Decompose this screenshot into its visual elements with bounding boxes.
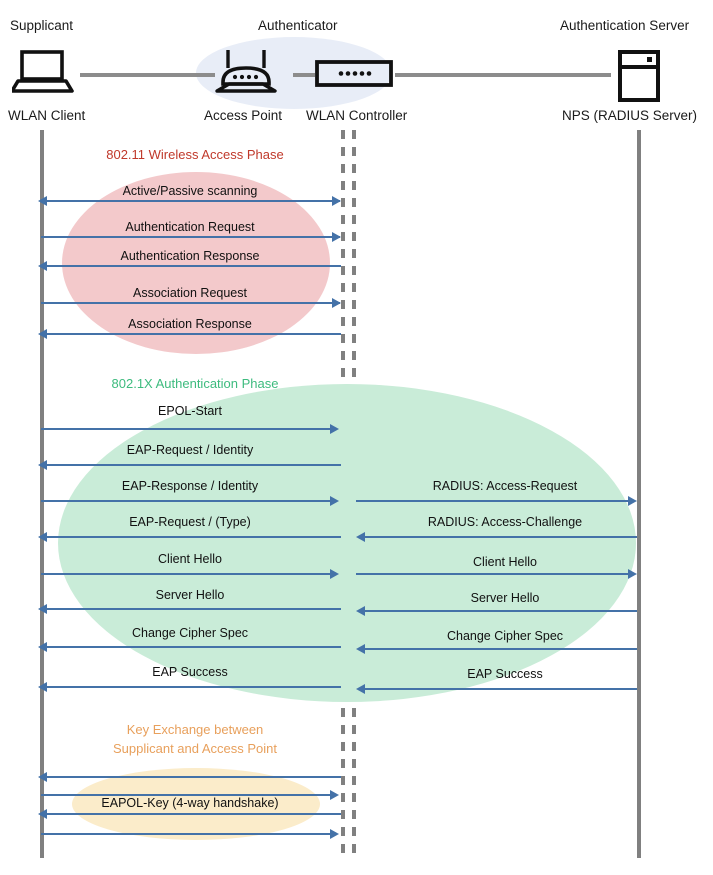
arrow-head-left-icon [38, 642, 47, 652]
message-arrow-line [44, 536, 341, 538]
message-label: EAP Success [152, 665, 228, 679]
actor-device-wlan-client: WLAN Client [8, 108, 86, 123]
message-arrow-line [41, 500, 334, 502]
phase-1-ellipse [62, 172, 330, 354]
actor-role-authenticator: Authenticator [258, 18, 338, 33]
message-label: Client Hello [473, 555, 537, 569]
laptop-icon [12, 50, 74, 93]
arrow-head-left-icon [38, 329, 47, 339]
message-arrow-line [362, 688, 637, 690]
message-label: EAPOL-Key (4-way handshake) [101, 796, 279, 810]
arrow-head-left-icon [38, 604, 47, 614]
message-arrow-line [356, 500, 631, 502]
arrow-head-left-icon [38, 809, 47, 819]
message-arrow-line [44, 813, 341, 815]
arrow-head-right-icon [628, 569, 637, 579]
message-label: EAP-Request / Identity [126, 443, 254, 457]
message-arrow-line [41, 794, 334, 796]
phase-2-ellipse [58, 384, 636, 702]
access-point-icon [215, 50, 277, 93]
arrow-head-left-icon [38, 682, 47, 692]
arrow-head-left-icon [38, 460, 47, 470]
actor-role-supplicant: Supplicant [10, 18, 74, 33]
message-label: Server Hello [155, 588, 225, 602]
arrow-head-left-icon [38, 532, 47, 542]
phase-1-title: 802.11 Wireless Access Phase [106, 147, 284, 162]
message-arrow-line [41, 428, 334, 430]
arrow-head-left-icon [356, 606, 365, 616]
phase-2-title: 802.1X Authentication Phase [111, 376, 279, 391]
message-label: EPOL-Start [158, 404, 222, 418]
message-label: EAP-Response / Identity [121, 479, 259, 493]
message-label: Server Hello [470, 591, 540, 605]
actor-role-authentication-server: Authentication Server [560, 18, 690, 33]
message-arrow-line [41, 236, 340, 238]
connector-ap-controller [293, 73, 315, 77]
message-arrow-line [41, 833, 334, 835]
arrow-head-left-icon [356, 644, 365, 654]
message-label: EAP Success [467, 667, 543, 681]
message-arrow-line [44, 776, 341, 778]
message-label: EAP-Request / (Type) [129, 515, 251, 529]
message-label: Association Response [128, 317, 252, 331]
arrow-head-right-icon [330, 790, 339, 800]
message-arrow-line [41, 302, 340, 304]
arrow-head-right-icon [330, 829, 339, 839]
actor-device-nps-radius-server: NPS (RADIUS Server) [562, 108, 698, 123]
message-arrow-line [44, 608, 341, 610]
message-label: Client Hello [158, 552, 222, 566]
arrow-head-right-icon [330, 496, 339, 506]
message-arrow-line [44, 686, 341, 688]
message-label: RADIUS: Access-Request [432, 479, 578, 493]
message-arrow-line [362, 610, 637, 612]
actor-device-access-point: Access Point [204, 108, 283, 123]
message-arrow-line [362, 536, 637, 538]
message-arrow-line [362, 648, 637, 650]
server-icon [618, 50, 660, 102]
arrow-head-right-icon [332, 196, 341, 206]
arrow-head-right-icon [332, 298, 341, 308]
message-label: Active/Passive scanning [122, 184, 258, 198]
arrow-head-left-icon [38, 772, 47, 782]
message-arrow-line [44, 464, 341, 466]
message-label: Change Cipher Spec [131, 626, 249, 640]
message-arrow-line [356, 573, 631, 575]
arrow-head-left-icon [356, 684, 365, 694]
arrow-head-left-icon [356, 532, 365, 542]
lifeline-supplicant [40, 130, 44, 858]
phase-3-title: Key Exchange between Supplicant and Acce… [60, 720, 330, 758]
message-arrow-line [44, 265, 341, 267]
lifeline-authentication-server [637, 130, 641, 858]
phase-3-ellipse [72, 768, 320, 840]
message-arrow-line [44, 333, 341, 335]
message-label: Change Cipher Spec [446, 629, 564, 643]
arrow-head-left-icon [38, 196, 47, 206]
arrow-head-right-icon [332, 232, 341, 242]
arrow-head-left-icon [38, 261, 47, 271]
message-label: RADIUS: Access-Challenge [427, 515, 583, 529]
connector-controller-server [395, 73, 611, 77]
arrow-head-right-icon [330, 569, 339, 579]
phase-3-title-line2: Supplicant and Access Point [112, 741, 278, 756]
message-label: Authentication Request [125, 220, 255, 234]
wlan-controller-icon [315, 60, 393, 87]
arrow-head-right-icon [628, 496, 637, 506]
actor-device-wlan-controller: WLAN Controller [306, 108, 408, 123]
message-arrow-line [44, 200, 340, 202]
message-label: Association Request [133, 286, 247, 300]
phase-3-title-line1: Key Exchange between [126, 722, 264, 737]
message-label: Authentication Response [120, 249, 260, 263]
message-arrow-line [44, 646, 341, 648]
arrow-head-right-icon [330, 424, 339, 434]
message-arrow-line [41, 573, 334, 575]
connector-client-ap [80, 73, 215, 77]
